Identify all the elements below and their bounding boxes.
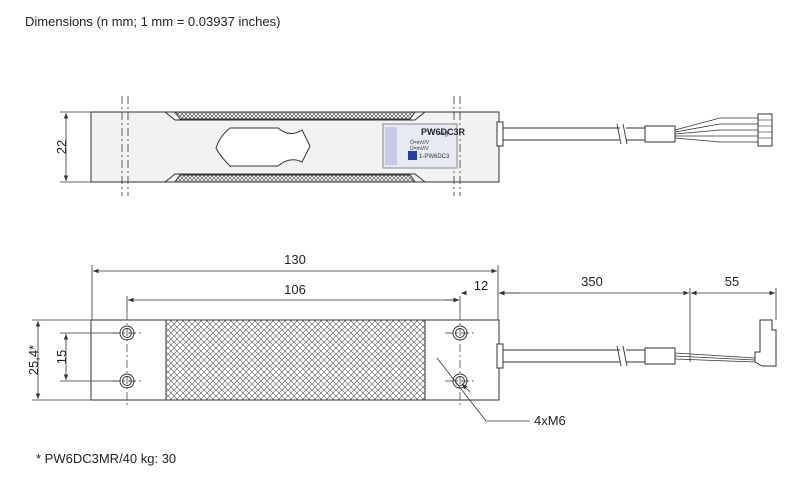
label-line-2: Ü=mV/V [410,145,429,152]
dim-total-length: 130 [284,252,306,267]
dim-lead-length: 55 [725,274,739,289]
top-view [90,312,777,406]
label-line-1: Ö=mV/V [410,139,430,146]
binocular-hole [215,127,311,167]
side-view [90,96,773,196]
label-model: PW6DC3R [421,127,466,137]
cable-sleeve-side [644,125,676,143]
dim-end-offset: 12 [474,278,488,293]
qr-code [408,151,417,160]
knurled-strip-top [174,111,416,120]
knurled-strip-bottom [174,174,416,183]
label-code: 1-PW6DC3 [419,154,450,160]
drawing-title: Dimensions (n mm; 1 mm = 0.03937 inches) [25,14,281,29]
dim-width: 25,4* [26,345,41,375]
dim-height-side [60,111,92,183]
cable-sleeve-top [644,347,676,365]
dimension-lines [32,265,777,422]
dim-height-label: 22 [54,140,69,154]
connector-side [757,113,773,147]
knurled-area [165,319,426,401]
connector-top [754,319,777,367]
dim-hole-spacing: 106 [284,282,306,297]
label-model-suffix: /kg [440,131,448,137]
dim-hole-pitch: 15 [54,350,69,364]
dim-thread: 4xM6 [534,413,566,428]
dim-cable-length: 350 [581,274,603,289]
footnote: * PW6DC3MR/40 kg: 30 [36,451,177,466]
